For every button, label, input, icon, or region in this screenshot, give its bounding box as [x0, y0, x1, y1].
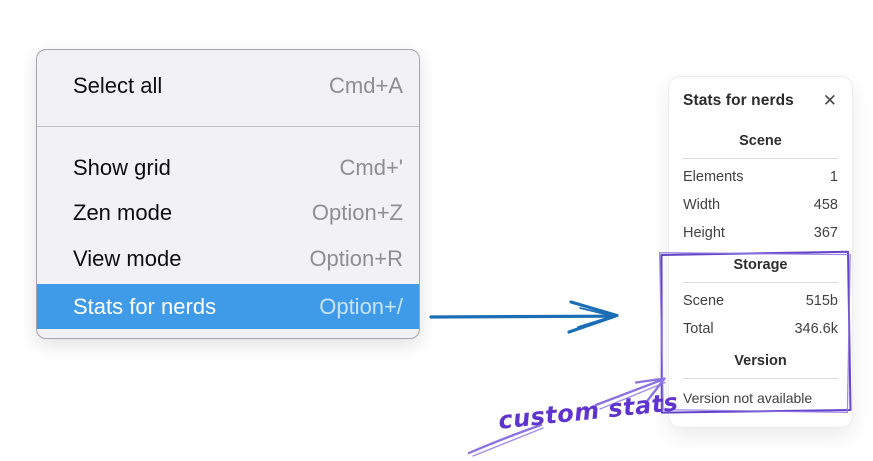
menu-item-shortcut: Option+R	[309, 246, 403, 271]
menu-item-label: Zen mode	[73, 200, 173, 225]
version-note: Version not available	[683, 390, 813, 406]
stat-row-elements: Elements 1	[683, 163, 838, 191]
stat-row-total-size: Total 346.6k	[683, 315, 838, 343]
section-heading: Scene	[739, 133, 782, 149]
menu-item-label: Select all	[73, 73, 163, 98]
annotation-text: custom stats	[497, 388, 680, 435]
stats-section-storage: Storage Scene 515b Total 346.6k	[683, 255, 838, 343]
stat-value: 515b	[805, 293, 838, 309]
menu-item-zen-mode[interactable]: Zen mode Option+Z	[37, 191, 419, 235]
menu-item-label: Stats for nerds	[73, 293, 217, 319]
stat-row-height: Height 367	[683, 219, 838, 247]
stat-row-width: Width 458	[683, 191, 838, 219]
section-rule	[683, 282, 838, 283]
stats-section-version: Version Version not available	[683, 351, 838, 412]
stat-label: Width	[683, 197, 721, 213]
menu-item-shortcut: Option+/	[319, 293, 403, 319]
stats-panel: Stats for nerds ✕ Scene Elements 1 Width…	[668, 76, 853, 428]
stats-panel-title: Stats for nerds	[683, 91, 794, 109]
menu-item-label: View mode	[73, 246, 182, 271]
menu-item-stats-for-nerds[interactable]: Stats for nerds Option+/	[37, 284, 419, 329]
section-heading: Version	[734, 353, 787, 369]
menu-item-label: Show grid	[73, 155, 171, 180]
stat-label: Total	[683, 321, 714, 337]
stat-label: Height	[683, 225, 725, 241]
stat-value: 458	[813, 197, 838, 213]
menu-item-shortcut: Cmd+A	[329, 73, 403, 98]
section-heading: Storage	[733, 257, 788, 273]
menu-item-show-grid[interactable]: Show grid Cmd+'	[37, 146, 419, 190]
menu-divider	[37, 126, 419, 127]
section-rule	[683, 158, 838, 159]
stat-label: Scene	[683, 293, 725, 309]
stat-value: 367	[813, 225, 838, 241]
context-menu: Select all Cmd+A Show grid Cmd+' Zen mod…	[36, 49, 420, 339]
stat-value: 346.6k	[794, 321, 838, 337]
stat-row-scene-size: Scene 515b	[683, 287, 838, 315]
stats-panel-header: Stats for nerds ✕	[683, 90, 838, 111]
menu-item-select-all[interactable]: Select all Cmd+A	[37, 64, 419, 108]
stats-section-scene: Scene Elements 1 Width 458 Height 367	[683, 131, 838, 247]
section-rule	[683, 378, 838, 379]
close-icon[interactable]: ✕	[822, 91, 837, 110]
menu-item-shortcut: Cmd+'	[339, 155, 404, 180]
menu-item-shortcut: Option+Z	[311, 200, 403, 225]
menu-item-view-mode[interactable]: View mode Option+R	[37, 237, 419, 281]
stat-value: 1	[829, 169, 838, 185]
stat-label: Elements	[683, 169, 744, 185]
blue-arrow	[429, 300, 619, 334]
